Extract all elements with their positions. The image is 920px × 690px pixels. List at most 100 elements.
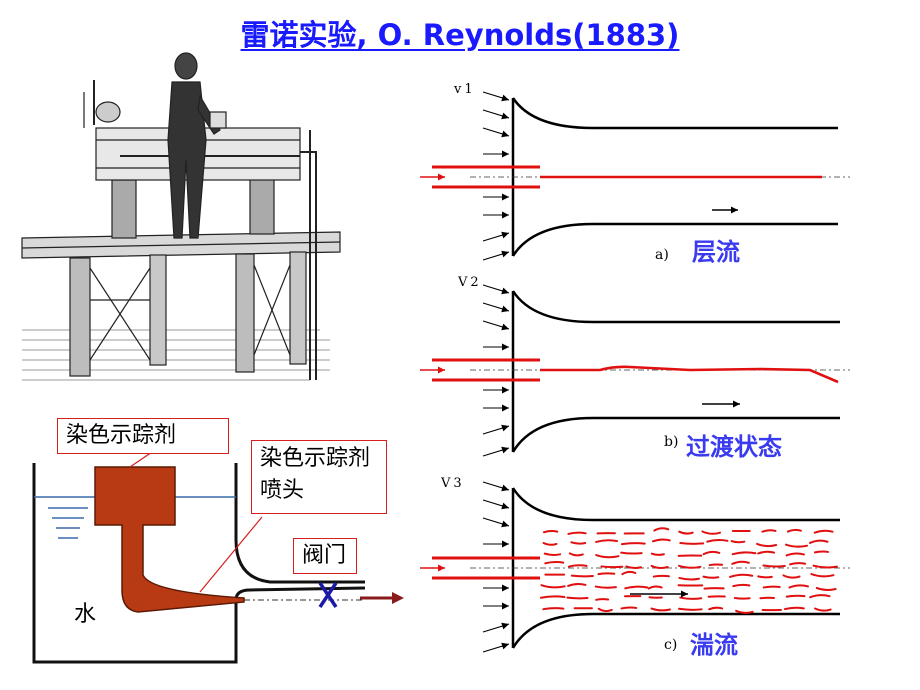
- flow-arrow-icon: [482, 642, 510, 653]
- panel-c-dye-fragment: [757, 575, 773, 579]
- panel-c-dye-fragment: [733, 596, 751, 600]
- panel-c-dye-fragment: [568, 552, 584, 557]
- flow-arrow-icon-head: [502, 193, 509, 201]
- flow-arrow-icon: [483, 150, 509, 158]
- panel-c-dye-fragment: [708, 563, 724, 567]
- flow-arrow-icon: [482, 109, 510, 120]
- panel-a-lower-wall: [511, 222, 838, 257]
- panel-c-dye-fragment: [731, 551, 757, 556]
- panel-c-dye-fragment: [815, 587, 837, 591]
- panel-c-dye-fragment: [570, 541, 587, 545]
- flow-arrow-icon: [482, 320, 510, 331]
- panel-c-dye-fragment: [783, 606, 805, 611]
- page-title: 雷诺实验, O. Reynolds(1883): [240, 18, 680, 52]
- flow-arrow-icon-head: [502, 343, 509, 351]
- panel-c-dye-fragment: [756, 542, 778, 548]
- flow-arrow-icon-head: [501, 231, 509, 239]
- panel-c-dye-fragment: [735, 609, 754, 614]
- flow-arrow-icon-head: [501, 250, 509, 258]
- panel-c-dye-fragment: [594, 585, 617, 589]
- panel-c-dye-fragment: [759, 596, 775, 600]
- panel-c-dye-fragment: [567, 582, 587, 587]
- velocity-label-b: V2: [458, 275, 482, 290]
- panel-c-dye-fragment: [789, 562, 807, 566]
- panel-c-dye-fragment: [600, 565, 624, 569]
- panel-c-dye-fragment: [732, 583, 751, 588]
- flow-arrow-icon-head: [502, 404, 509, 412]
- panel-c-dye-fragment: [677, 564, 702, 569]
- flow-arrow-icon: [482, 231, 510, 242]
- panel-c-dye-fragment: [782, 574, 801, 579]
- panel-c: [432, 487, 850, 649]
- flow-arrow-icon-head: [501, 446, 509, 454]
- flow-direction-arrow-icon-head: [681, 590, 688, 598]
- velocity-label-c: V3: [441, 476, 465, 491]
- panel-a-sub-label: a): [655, 247, 669, 263]
- flow-arrow-icon-head: [501, 502, 509, 510]
- flow-direction-arrow-icon: [630, 590, 688, 598]
- flow-arrow-icon: [482, 424, 510, 435]
- panel-b-regime-label: 过渡状态: [686, 433, 782, 461]
- panel-c-dye-fragment: [678, 576, 700, 581]
- panel-c-dye-fragment: [809, 539, 829, 544]
- flow-arrow-icon-head: [501, 484, 509, 492]
- flow-direction-arrow-icon: [712, 206, 738, 214]
- panel-c-dye-fragment: [621, 570, 637, 576]
- flow-arrow-icon-head: [501, 287, 509, 295]
- panel-c-dye-fragment: [678, 607, 703, 611]
- panel-a: [432, 97, 850, 257]
- flow-arrow-icon-head: [501, 112, 509, 120]
- panel-c-dye-fragment: [650, 564, 669, 569]
- flow-arrow-icon-head: [501, 520, 509, 528]
- panel-b-dye-streak: [540, 365, 839, 384]
- flow-arrow-icon: [482, 499, 510, 510]
- valve-icon[interactable]: [318, 582, 338, 608]
- panel-c-dye-fragment: [729, 573, 754, 578]
- panel-c-dye-fragment: [785, 594, 806, 598]
- flow-arrow-icon: [483, 193, 509, 201]
- panel-c-dye-fragment: [652, 574, 670, 578]
- dye-inlet-arrow-icon: [420, 173, 445, 181]
- panel-c-dye-fragment: [679, 596, 703, 600]
- flow-arrow-icon-head: [502, 602, 509, 610]
- panel-c-dye-fragment: [595, 539, 619, 543]
- panel-c-dye-fragment: [597, 607, 613, 613]
- panel-c-lower-wall: [511, 612, 840, 649]
- panel-c-dye-fragment: [621, 542, 646, 546]
- dye-inlet-arrow-icon-head: [438, 366, 445, 374]
- flow-arrow-icon: [483, 343, 509, 351]
- flow-arrow-icon-head: [501, 642, 509, 650]
- panel-c-dye-fragment: [708, 606, 724, 611]
- flow-arrow-icon-head: [501, 424, 509, 432]
- panel-c-dye-fragment: [785, 543, 809, 548]
- panel-c-dye-fragment: [650, 552, 665, 556]
- flow-arrow-icon: [483, 540, 509, 548]
- panel-c-dye-fragment: [620, 551, 643, 555]
- dye-nozzle-label: 染色示踪剂喷头: [251, 440, 387, 514]
- panel-b-upper-wall: [511, 290, 840, 324]
- flow-arrow-icon-head: [501, 622, 509, 630]
- panel-c-sub-label: c): [664, 637, 678, 653]
- panel-c-dye-fragment: [651, 538, 671, 543]
- flow-arrow-icon: [483, 386, 509, 394]
- panel-c-dye-fragment: [567, 564, 588, 568]
- panel-c-dye-fragment: [757, 550, 776, 555]
- panel-a-upper-wall: [511, 97, 838, 130]
- water-label: 水: [74, 602, 97, 627]
- panel-c-dye-fragment: [595, 554, 620, 559]
- panel-b-sub-label: b): [664, 434, 679, 450]
- flow-arrow-icon-head: [501, 94, 509, 102]
- panel-c-dye-fragment: [679, 541, 705, 545]
- panel-c-dye-fragment: [542, 530, 559, 534]
- flow-arrow-icon: [482, 481, 510, 492]
- velocity-label-a: v1: [454, 82, 476, 97]
- dye-inlet-arrow-icon-head: [438, 173, 445, 181]
- flow-arrow-icon: [482, 127, 510, 138]
- flow-arrow-icon-head: [502, 211, 509, 219]
- panel-c-upper-wall: [511, 487, 840, 522]
- panel-c-dye-fragment: [544, 561, 565, 565]
- panel-c-dye-fragment: [730, 540, 746, 544]
- panel-c-dye-fragment: [540, 584, 566, 589]
